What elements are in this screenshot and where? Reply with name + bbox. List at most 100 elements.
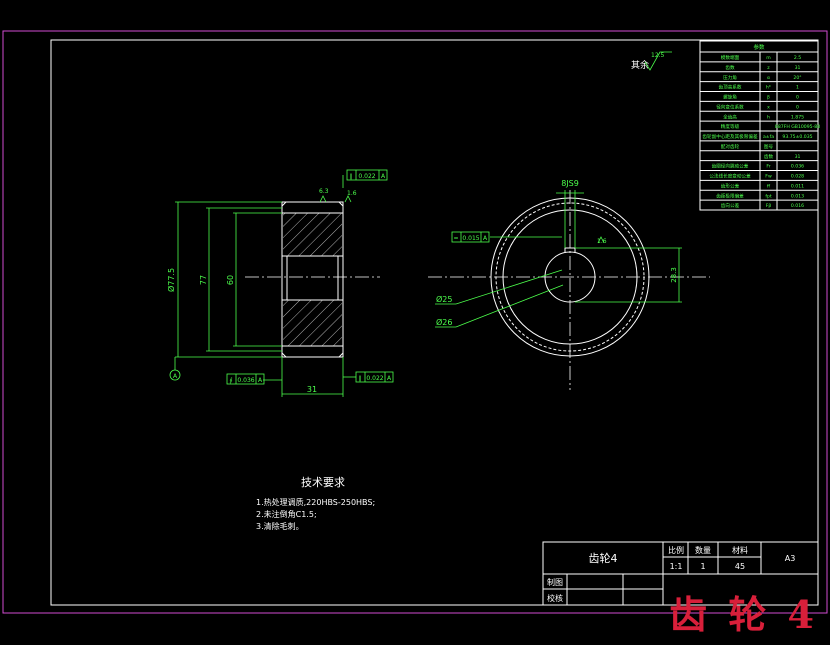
params-cell-name: 齿轮副中心距及其极限偏差 bbox=[702, 133, 758, 140]
params-cell-symbol: β bbox=[767, 95, 770, 101]
datum-label: A bbox=[173, 373, 178, 380]
params-row: 配对齿轮 图号 bbox=[700, 140, 818, 152]
dim-root-diameter: 60 bbox=[226, 275, 235, 285]
svg-text:A: A bbox=[381, 173, 386, 180]
gear-tip-circle bbox=[490, 197, 650, 357]
params-row: 齿距极限偏差 fpt 0.013 bbox=[700, 190, 818, 201]
svg-text:∮: ∮ bbox=[229, 377, 232, 384]
leader-label-2: Ø26 bbox=[436, 317, 452, 327]
svg-text:0.036: 0.036 bbox=[237, 377, 254, 384]
params-cell-name: 齿圈径向跳动公差 bbox=[712, 163, 749, 170]
datum-symbol bbox=[169, 369, 181, 381]
params-cell-value: 0.028 bbox=[791, 174, 804, 180]
dim-outer-diameter: Ø77.5 bbox=[166, 268, 176, 292]
params-cell-name: 压力角 bbox=[723, 74, 737, 81]
params-cell-name: 齿距极限偏差 bbox=[716, 192, 744, 199]
params-row: 齿数 31 bbox=[700, 150, 818, 162]
params-cell-value: 0.036 bbox=[791, 164, 804, 170]
svg-text:A: A bbox=[387, 375, 392, 382]
svg-text:0.015: 0.015 bbox=[462, 235, 479, 242]
side-view: Ø77.5 77 60 31 6.3 1.6 ∥ 0.022 A bbox=[166, 169, 394, 397]
tolerance-frame-bottom-left: ∮ 0.036 A bbox=[226, 373, 265, 385]
qty-label: 数量 bbox=[695, 545, 711, 555]
params-cell-name: 精度等级 bbox=[721, 123, 740, 130]
svg-text:0.022: 0.022 bbox=[366, 375, 383, 382]
keyway bbox=[564, 247, 576, 253]
params-cell-symbol: fpt bbox=[765, 193, 772, 199]
params-cell-value: 31 bbox=[795, 154, 801, 160]
params-cell-value: 20° bbox=[793, 75, 801, 81]
svg-text:∥: ∥ bbox=[350, 173, 353, 180]
params-cell-symbol: ff bbox=[767, 183, 771, 189]
tolerance-frame-top: ∥ 0.022 A bbox=[346, 169, 388, 181]
params-row: 模数端面 m 2.5 bbox=[700, 52, 818, 63]
params-cell-name: 齿向公差 bbox=[721, 202, 740, 209]
surface-note: 其余 12.5 bbox=[631, 51, 672, 71]
tech-req-item-3: 3.清除毛刺。 bbox=[256, 521, 304, 531]
params-cell-value: 0 bbox=[796, 95, 799, 101]
gear-section-outline bbox=[281, 201, 344, 358]
material-value: 45 bbox=[735, 562, 745, 571]
part-name: 齿轮4 bbox=[589, 551, 618, 565]
surface-note-roughness: 12.5 bbox=[651, 52, 665, 59]
params-cell-name: 齿形公差 bbox=[721, 182, 740, 189]
gear-pitch-circle bbox=[495, 202, 645, 352]
svg-text:∥: ∥ bbox=[359, 375, 362, 382]
params-cell-value: 887FH GB10095-88 bbox=[775, 124, 820, 130]
params-cell-value: 31 bbox=[795, 65, 801, 71]
params-cell-name: 公法线长度变动公差 bbox=[709, 173, 751, 180]
params-cell-name: 配对齿轮 bbox=[721, 143, 740, 150]
watermark: 齿 轮 4 bbox=[669, 592, 818, 637]
params-cell-name: 模数端面 bbox=[721, 54, 740, 61]
params-row: 齿向公差 Fβ 0.016 bbox=[700, 200, 818, 211]
params-cell-symbol: 图号 bbox=[764, 144, 774, 150]
svg-text:A: A bbox=[258, 377, 263, 384]
params-cell-symbol: m bbox=[766, 56, 771, 61]
drawn-label: 制图 bbox=[547, 577, 563, 587]
params-cell-symbol: Fβ bbox=[766, 203, 772, 209]
params-table-header: 参数 bbox=[753, 43, 765, 51]
outer-sheet-border bbox=[2, 30, 828, 614]
tech-req-item-1: 1.热处理调质,220HBS-250HBS; bbox=[256, 497, 375, 507]
params-cell-symbol: 齿数 bbox=[764, 153, 774, 160]
leader-label-1: Ø25 bbox=[436, 294, 452, 304]
dim-keyway-depth: 28.3 bbox=[670, 267, 678, 283]
params-cell-value: 2.5 bbox=[794, 55, 801, 61]
params-cell-name: 齿顶高系数 bbox=[719, 84, 742, 91]
params-cell-value: 0.016 bbox=[791, 203, 804, 209]
params-cell-symbol: Fw bbox=[765, 174, 772, 180]
params-cell-symbol: Fr bbox=[766, 164, 770, 170]
section-hatch-lower bbox=[283, 300, 342, 346]
roughness-top-right: 1.6 bbox=[347, 190, 357, 197]
title-block: 齿轮4 比例 数量 材料 1:1 1 45 A3 制图 校核 bbox=[542, 541, 819, 606]
roughness-top-left: 6.3 bbox=[319, 188, 329, 195]
params-cell-name: 全齿高 bbox=[723, 113, 737, 120]
params-cell-symbol: α bbox=[767, 76, 770, 81]
roughness-bore: 1.6 bbox=[597, 238, 607, 245]
symmetry-tolerance-frame: = 0.015 A bbox=[451, 231, 490, 243]
section-hatch-upper bbox=[283, 213, 342, 256]
tolerance-frame-bottom-right: ∥ 0.022 A bbox=[355, 371, 394, 383]
dim-width: 31 bbox=[307, 385, 317, 394]
params-cell-value: 1 bbox=[796, 85, 799, 91]
drawing-frame bbox=[50, 39, 819, 606]
tech-req-title: 技术要求 bbox=[301, 476, 345, 489]
params-cell-name: 径向变位系数 bbox=[716, 103, 744, 110]
params-cell-symbol: a±fa bbox=[763, 134, 774, 140]
surface-note-label: 其余 bbox=[631, 59, 649, 71]
gear-root-circle bbox=[502, 209, 638, 345]
params-cell-symbol: z bbox=[767, 66, 770, 71]
checked-label: 校核 bbox=[547, 593, 563, 603]
params-cell-value: 1.875 bbox=[791, 114, 804, 120]
params-cell-value: 0.013 bbox=[791, 193, 804, 199]
svg-text:=: = bbox=[453, 235, 458, 242]
params-row: 公法线长度变动公差 Fw 0.028 bbox=[700, 170, 818, 181]
